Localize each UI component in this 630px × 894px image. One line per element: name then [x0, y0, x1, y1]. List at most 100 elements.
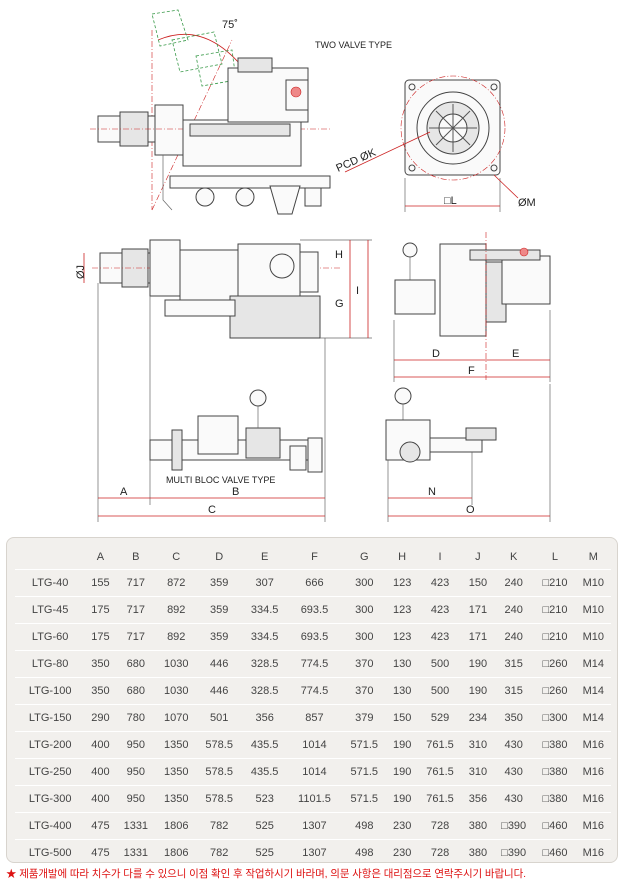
value-cell: 892: [156, 623, 197, 651]
value-cell: 175: [85, 596, 116, 624]
motor: [501, 255, 551, 305]
value-cell: 446: [196, 677, 242, 705]
value-cell: 356: [241, 704, 288, 732]
value-cell: □460: [534, 839, 576, 866]
value-cell: 950: [115, 785, 157, 813]
value-cell: 315: [493, 650, 535, 678]
value-cell: 475: [85, 839, 116, 866]
value-cell: 680: [115, 650, 157, 678]
model-cell: LTG-80: [15, 650, 86, 678]
model-cell: LTG-40: [15, 569, 86, 597]
value-cell: 498: [341, 839, 387, 866]
value-cell: 240: [493, 596, 535, 624]
value-cell: 578.5: [196, 758, 242, 786]
value-cell: 315: [493, 677, 535, 705]
column-header-e: E: [260, 551, 269, 563]
column-header-j: J: [475, 551, 481, 563]
model-cell: LTG-500: [15, 839, 86, 866]
value-cell: 500: [417, 677, 463, 705]
value-cell: 523: [241, 785, 288, 813]
angle-label: 75˚: [222, 19, 238, 31]
value-cell: 328.5: [241, 677, 288, 705]
dim-label-L: □L: [444, 195, 457, 207]
value-cell: 430: [493, 731, 535, 759]
value-cell: 290: [85, 704, 116, 732]
dim-label-N: N: [428, 486, 436, 498]
value-cell: M14: [575, 704, 611, 732]
value-cell: 328.5: [241, 650, 288, 678]
value-cell: 300: [341, 596, 387, 624]
value-cell: 1307: [287, 812, 342, 840]
value-cell: 430: [493, 785, 535, 813]
value-cell: □260: [534, 650, 576, 678]
value-cell: 571.5: [341, 731, 387, 759]
value-cell: □380: [534, 758, 576, 786]
value-cell: 1806: [156, 812, 197, 840]
value-cell: □300: [534, 704, 576, 732]
value-cell: 717: [115, 623, 157, 651]
value-cell: 130: [387, 677, 418, 705]
value-cell: M16: [575, 758, 611, 786]
value-cell: 666: [287, 569, 342, 597]
column-header-c: C: [172, 551, 181, 563]
dim-label-H: H: [335, 249, 343, 261]
column-header-d: D: [215, 551, 224, 563]
value-cell: 498: [341, 812, 387, 840]
value-cell: 240: [493, 623, 535, 651]
value-cell: 334.5: [241, 623, 288, 651]
value-cell: □380: [534, 785, 576, 813]
multi-bloc-valve-train: MULTI BLOC VALVE TYPE A B C: [97, 283, 326, 522]
value-cell: 400: [85, 758, 116, 786]
two-valve-title: TWO VALVE TYPE: [315, 40, 392, 50]
flange-front-view: PCD ØK □L ØM: [334, 75, 536, 212]
value-cell: 359: [196, 569, 242, 597]
dim-label-G: G: [335, 298, 344, 310]
value-cell: 1350: [156, 731, 197, 759]
value-cell: 1030: [156, 650, 197, 678]
value-cell: 693.5: [287, 623, 342, 651]
value-cell: 728: [417, 839, 463, 866]
value-cell: 171: [462, 596, 494, 624]
value-cell: 190: [387, 785, 418, 813]
value-cell: 190: [387, 731, 418, 759]
value-cell: 578.5: [196, 785, 242, 813]
value-cell: 423: [417, 596, 463, 624]
dim-label-E: E: [512, 348, 519, 360]
value-cell: 571.5: [341, 785, 387, 813]
value-cell: □210: [534, 596, 576, 624]
dim-label-M: ØM: [518, 197, 536, 209]
value-cell: 892: [156, 596, 197, 624]
value-cell: M16: [575, 812, 611, 840]
value-cell: 350: [493, 704, 535, 732]
value-cell: 717: [115, 596, 157, 624]
value-cell: 1307: [287, 839, 342, 866]
burner-rear-view: D E F: [393, 232, 551, 382]
pcd-label: PCD ØK: [334, 146, 378, 174]
dim-label-C: C: [208, 504, 216, 516]
value-cell: 857: [287, 704, 342, 732]
value-cell: 1350: [156, 785, 197, 813]
value-cell: 300: [341, 569, 387, 597]
two-valve-side-view: 75˚ TWO VALVE TYPE: [90, 9, 392, 215]
value-cell: 435.5: [241, 758, 288, 786]
dim-label-I: I: [356, 285, 359, 297]
value-cell: □380: [534, 731, 576, 759]
value-cell: □260: [534, 677, 576, 705]
model-cell: LTG-250: [15, 758, 86, 786]
column-header-m: M: [588, 551, 598, 563]
column-header-h: H: [398, 551, 407, 563]
value-cell: 380: [462, 839, 494, 866]
value-cell: 310: [462, 731, 494, 759]
value-cell: 123: [387, 596, 418, 624]
value-cell: 872: [156, 569, 197, 597]
dim-label-J: ØJ: [75, 265, 87, 279]
value-cell: 379: [341, 704, 387, 732]
value-cell: M10: [575, 569, 611, 597]
value-cell: 423: [417, 569, 463, 597]
